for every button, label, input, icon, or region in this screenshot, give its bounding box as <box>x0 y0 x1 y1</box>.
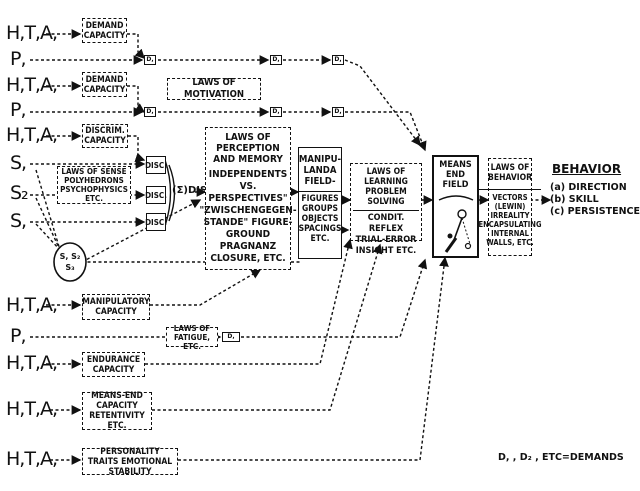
input-h4: H,T,A, <box>6 294 58 316</box>
demand-marker-6: D, <box>332 107 344 117</box>
disc-box-1: DISC. <box>145 156 167 174</box>
learning-title: LAWS OF LEARNING PROBLEM SOLVING <box>364 167 408 207</box>
demand-marker-3: D, <box>332 55 344 65</box>
perception-body: INDEPENDENTS VS. PERSPECTIVES" "ZWISCHEN… <box>199 169 297 264</box>
demand-marker-5: D, <box>270 107 282 117</box>
demand-marker-7: D, <box>222 332 240 342</box>
input-p2: P, <box>10 99 26 121</box>
sigma-disc-label: (Σ)DISC <box>172 185 215 196</box>
personality-traits-box: PERSONALITY TRAITS EMOTIONAL STABILITY <box>82 447 178 477</box>
manipulanda-field-box: MANIPU-LANDA FIELD- FIGURES GROUPS OBJEC… <box>298 147 342 259</box>
perception-memory-box: LAWS OF PERCEPTION AND MEMORY INDEPENDEN… <box>199 127 297 270</box>
input-h7: H,T,A, <box>6 448 58 470</box>
manipulanda-title: MANIPU-LANDA FIELD- <box>298 154 342 187</box>
behavior-item-persistence: (c) PERSISTENCE <box>550 206 640 217</box>
demand-marker-2: D, <box>270 55 282 65</box>
demand-capacity-box-1: DEMAND CAPACITY <box>82 18 127 43</box>
demand-marker-1: D, <box>144 55 156 65</box>
laws-of-behavior-box: LAWS OF BEHAVIOR VECTORS (LEWIN) IRREALI… <box>478 158 542 256</box>
discrim-capacity-box: DISCRIM. CAPACITY <box>82 124 128 148</box>
laws-of-fatigue-box: LAWS OF FATIGUE, ETC. <box>166 324 218 351</box>
input-h6: H,T,A, <box>6 398 58 420</box>
laws-of-motivation-box: LAWS OF MOTIVATION <box>167 77 261 100</box>
input-h1: H,T,A, <box>6 22 58 44</box>
input-h5: H,T,A, <box>6 352 58 374</box>
stimulus-ellipse <box>53 242 87 282</box>
ellipse-label-top: S, S₂ <box>59 252 81 261</box>
manipulanda-body: FIGURES GROUPS OBJECTS SPACINGS ETC. <box>298 191 342 244</box>
disc-box-2: DISC. <box>145 186 167 204</box>
perception-title: LAWS OF PERCEPTION AND MEMORY <box>213 132 283 165</box>
input-s2: S₂ <box>10 182 29 204</box>
ellipse-label-bottom: S₃ <box>65 263 75 272</box>
demands-footnote: D, , D₂ , ETC=DEMANDS <box>498 452 624 463</box>
behavior-item-skill: (b) SKILL <box>550 194 599 205</box>
input-s1: S, <box>10 152 27 174</box>
input-p1: P, <box>10 48 26 70</box>
learning-body: CONDIT. REFLEX TRIAL-ERROR INSIGHT ETC. <box>353 210 419 257</box>
input-s3: S, <box>10 210 27 232</box>
input-p3: P, <box>10 325 26 347</box>
input-h3: H,T,A, <box>6 124 58 146</box>
manipulatory-capacity-box: MANIPULATORY CAPACITY <box>82 294 150 320</box>
field-title: MEANS END FIELD <box>439 160 472 190</box>
behavior-item-direction: (a) DIRECTION <box>550 182 627 193</box>
behavior-title: BEHAVIOR <box>552 162 622 176</box>
demand-capacity-box-2: DEMAND CAPACITY <box>82 72 127 97</box>
input-h2: H,T,A, <box>6 74 58 96</box>
behavior-laws-title: LAWS OF BEHAVIOR <box>488 163 532 183</box>
behavior-list: (a) DIRECTION (b) SKILL (c) PERSISTENCE <box>550 182 640 218</box>
laws-of-sense-box: LAWS OF SENSE POLYHEDRONS PSYCHOPHYSICS … <box>57 166 131 204</box>
means-end-capacity-box: MEANS-END CAPACITY RETENTIVITY ETC. <box>82 391 152 431</box>
behavior-laws-body: VECTORS (LEWIN) IRREALITY ENCAPSULATING … <box>478 189 542 247</box>
endurance-capacity-box: ENDURANCE CAPACITY <box>82 352 145 377</box>
disc-box-3: DISC. <box>145 213 167 231</box>
demand-marker-4: D, <box>144 107 156 117</box>
field-figure-icon <box>438 195 473 253</box>
laws-of-learning-box: LAWS OF LEARNING PROBLEM SOLVING CONDIT.… <box>350 163 422 256</box>
means-end-field-box: MEANS END FIELD <box>432 155 479 258</box>
